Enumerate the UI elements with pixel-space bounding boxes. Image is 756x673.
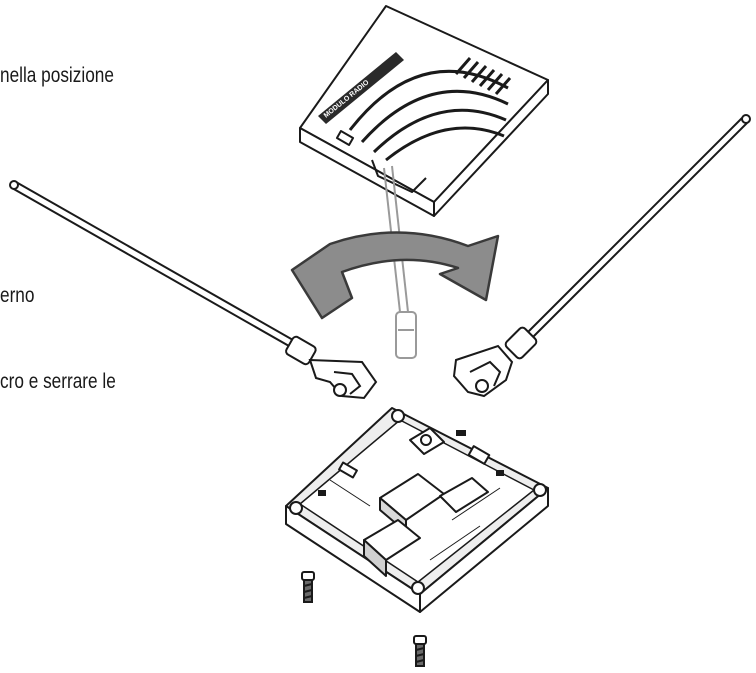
- antenna-left-icon: [9, 180, 378, 400]
- antenna-right-icon: [452, 114, 751, 398]
- control-board-icon: [285, 407, 549, 613]
- rotation-arrow-icon: [290, 231, 500, 320]
- screw-left-icon: [301, 571, 315, 603]
- instruction-line-1: nella posizione: [0, 64, 114, 87]
- screw-right-icon: [413, 635, 427, 667]
- instruction-line-2: erno: [0, 284, 35, 307]
- module-pins-icon: [454, 57, 512, 95]
- instruction-line-3: cro e serrare le: [0, 370, 116, 393]
- radio-module-icon: MODULO RADIO: [299, 5, 549, 217]
